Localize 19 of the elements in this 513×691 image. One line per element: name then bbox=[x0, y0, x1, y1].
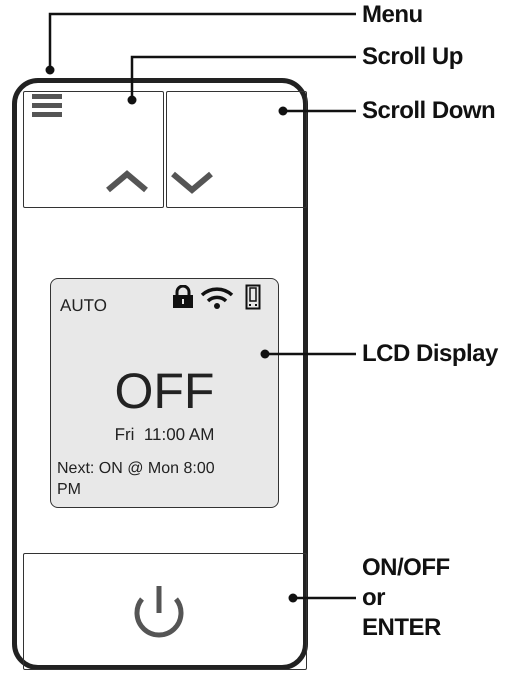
callout-label: LCD Display bbox=[362, 339, 512, 369]
key-button bbox=[23, 553, 307, 670]
callout-label: ON/OFF or ENTER bbox=[362, 553, 454, 643]
time-text: Fri 11:00 AM bbox=[114, 424, 216, 446]
callout-label: Menu bbox=[362, 0, 482, 30]
key-button bbox=[166, 91, 307, 208]
lcd-screen bbox=[50, 278, 279, 508]
callout-label: Scroll Up bbox=[362, 42, 492, 72]
leader-line bbox=[128, 56, 356, 104]
callout-label: Scroll Down bbox=[362, 96, 512, 126]
status-text: OFF bbox=[114, 362, 216, 421]
key-button bbox=[23, 91, 164, 208]
mode-text: AUTO bbox=[60, 295, 107, 317]
device-body bbox=[12, 78, 308, 670]
leader-line bbox=[278, 106, 356, 116]
leader-line bbox=[260, 350, 356, 358]
leader-line bbox=[46, 12, 356, 74]
leader-line bbox=[288, 594, 356, 602]
next-event-text: Next: ON @ Mon 8:00 PM bbox=[57, 459, 216, 500]
